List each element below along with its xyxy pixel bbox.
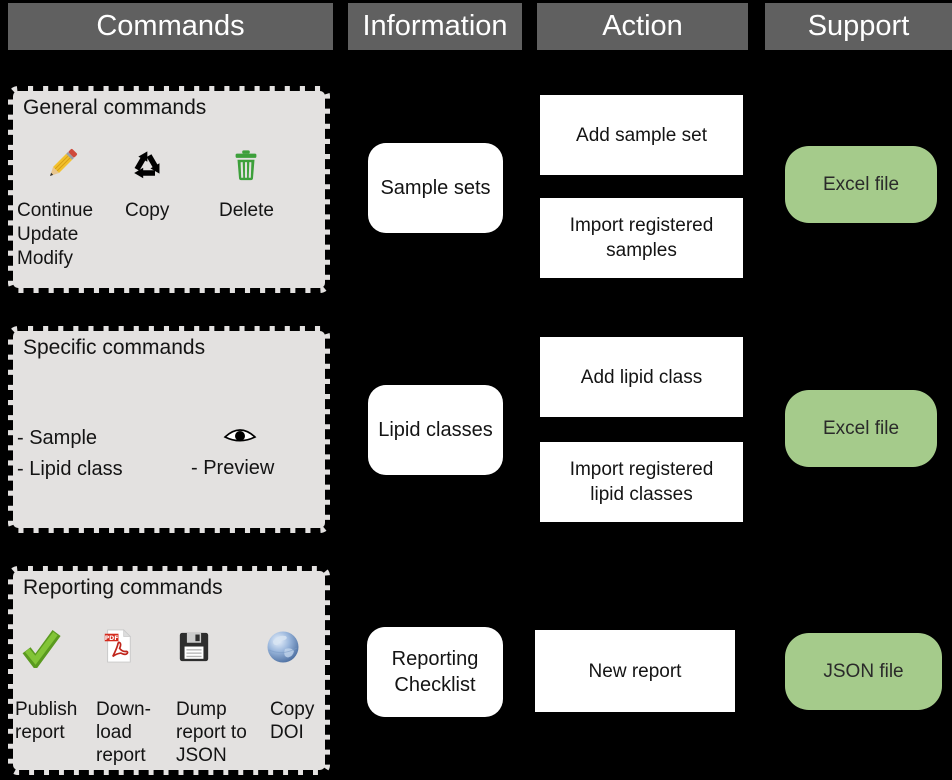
label-line: report [15,722,65,743]
label-line: load [96,722,132,743]
panel-general-commands: General commands [8,86,330,293]
column-header-commands: Commands [8,3,333,50]
reporting-item-label: Dump report to JSON [176,698,247,767]
info-box-reporting-checklist: Reporting Checklist [367,627,503,717]
label-line: Down- [96,699,151,720]
trash-icon [229,148,263,182]
column-header-action: Action [537,3,748,50]
info-box-sample-sets: Sample sets [368,143,503,233]
column-header-support: Support [765,3,952,50]
label-line: Dump [176,699,227,720]
general-item-label: Copy [125,200,170,221]
general-item-label: Continue Update Modify [17,199,93,271]
panel-title: General commands [23,96,207,119]
general-item-label: Delete [219,200,274,221]
action-box-import-registered-samples: Import registered samples [540,198,743,278]
support-box-json-file: JSON file [785,633,942,710]
reporting-item-label: Down- load report [96,698,151,767]
label-line: JSON [176,745,227,766]
label-line: DOI [270,722,304,743]
pencil-icon [43,145,81,183]
support-box-excel-file-2: Excel file [785,390,937,467]
label-line: report [96,745,146,766]
action-box-new-report: New report [535,630,735,712]
panel-title: Specific commands [23,336,206,359]
eye-icon [223,427,257,447]
support-box-excel-file-1: Excel file [785,146,937,223]
panel-title: Reporting commands [23,576,223,599]
recycle-icon [129,148,165,184]
label-line: Modify [17,248,73,269]
panel-reporting-commands: Reporting commands PDF [8,566,330,775]
list-item: - Sample [17,427,98,449]
label-line: Continue [17,200,94,221]
reporting-item-label: Copy DOI [270,698,314,744]
action-box-add-sample-set: Add sample set [540,95,743,175]
specific-command-list: - Sample - Lipid class [17,423,123,485]
label-line: Copy [270,699,315,720]
label-line: Update [17,224,79,245]
label-line: report to [176,722,247,743]
pdf-badge-text: PDF [105,635,119,642]
globe-icon [265,629,301,665]
panel-specific-commands: Specific commands - Sample - Lipid class… [8,326,330,533]
pdf-icon: PDF [101,627,135,665]
action-box-import-registered-lipid-classes: Import registered lipid classes [540,442,743,522]
column-header-information: Information [348,3,522,50]
check-icon [21,628,61,671]
preview-label: - Preview [191,457,275,479]
info-box-lipid-classes: Lipid classes [368,385,503,475]
action-box-add-lipid-class: Add lipid class [540,337,743,417]
floppy-disk-icon [177,630,211,664]
list-item: - Lipid class [17,458,123,480]
reporting-item-label: Publish report [15,698,77,744]
label-line: Publish [15,699,78,720]
